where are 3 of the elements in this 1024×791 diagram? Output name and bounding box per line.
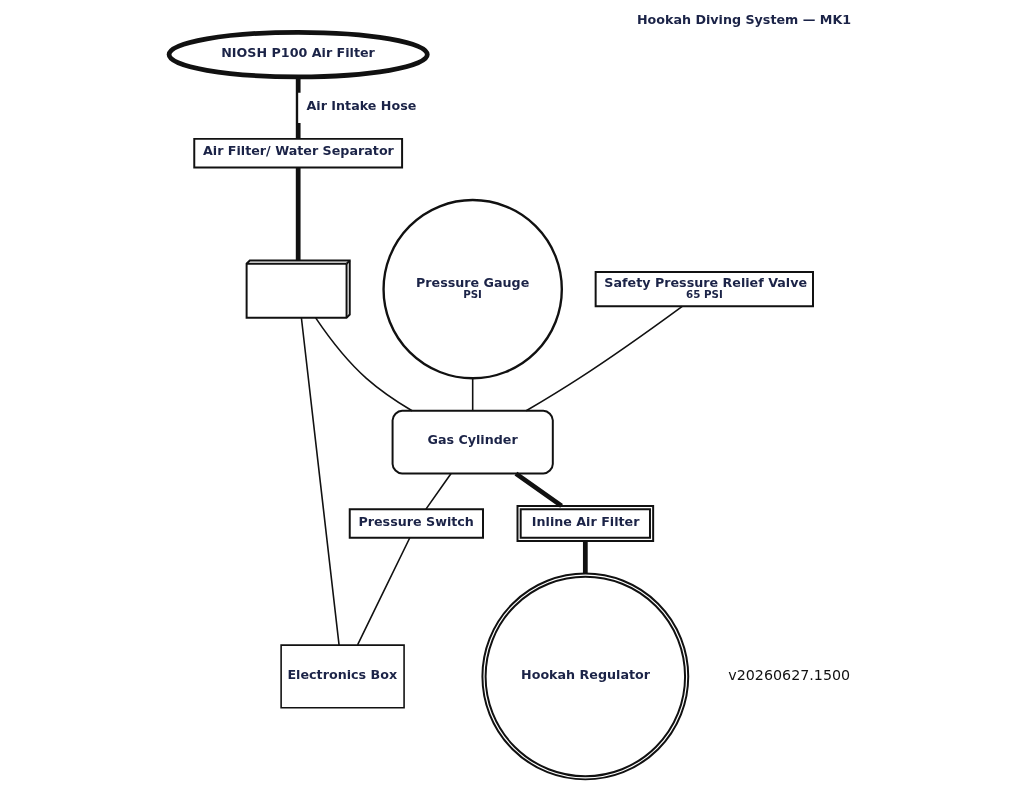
edge-label: Air Intake Hose xyxy=(306,98,416,114)
label: v20260627.1500 xyxy=(727,666,850,683)
diagram-title: Hookah Diving System — MK1 xyxy=(636,12,851,28)
